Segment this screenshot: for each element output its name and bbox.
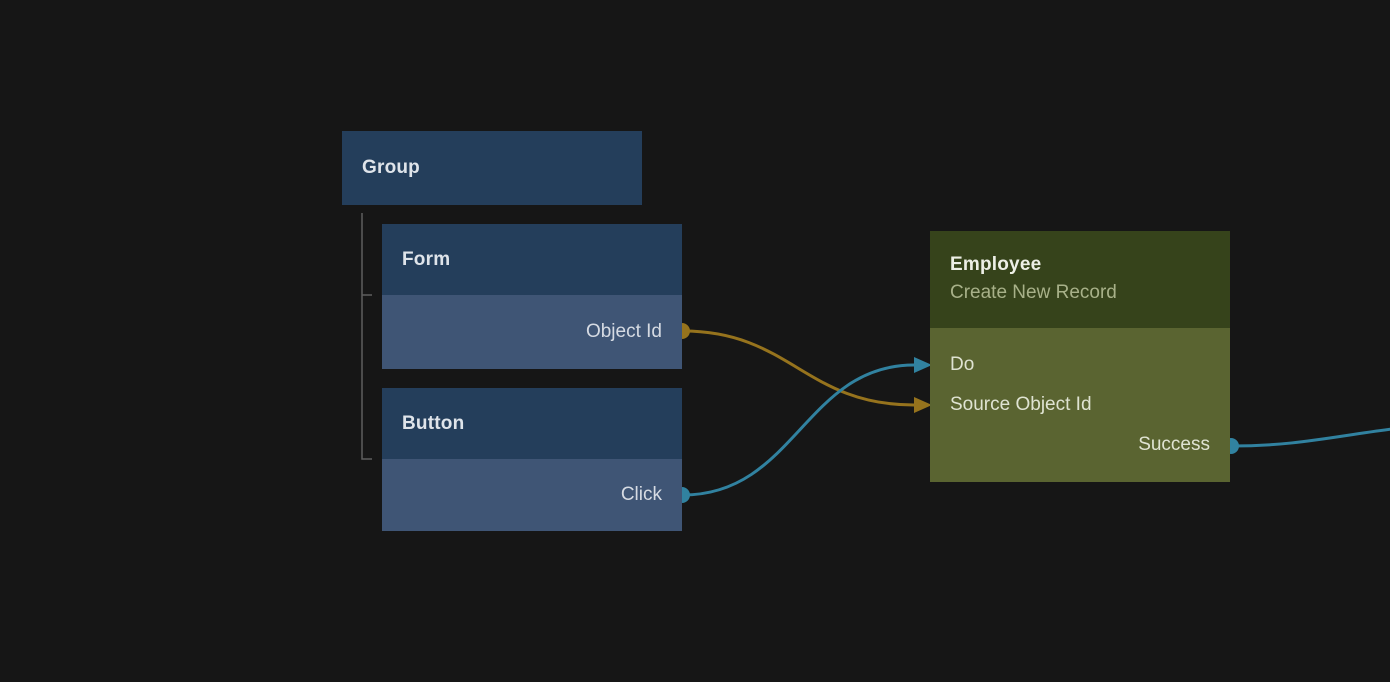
port-row-click[interactable]: Click bbox=[382, 484, 682, 506]
node-form[interactable]: Form Object Id bbox=[382, 224, 682, 369]
port-label-click: Click bbox=[620, 484, 662, 505]
node-employee-subtitle: Create New Record bbox=[950, 282, 1117, 304]
node-button-body: Click bbox=[382, 459, 682, 531]
node-button[interactable]: Button Click bbox=[382, 388, 682, 531]
wire-click-to-do[interactable] bbox=[681, 363, 916, 497]
port-label-object-id: Object Id bbox=[585, 321, 662, 342]
wire-success-offscreen[interactable] bbox=[1229, 427, 1390, 448]
node-employee[interactable]: Employee Create New Record Do Source Obj… bbox=[930, 231, 1230, 482]
port-label-source-object-id: Source Object Id bbox=[950, 394, 1092, 415]
port-label-success: Success bbox=[1138, 434, 1210, 455]
node-group[interactable]: Group bbox=[342, 131, 642, 205]
node-button-title: Button bbox=[402, 412, 465, 434]
group-tree-line bbox=[361, 213, 372, 460]
port-row-success[interactable]: Success bbox=[930, 425, 1230, 465]
node-employee-header[interactable]: Employee Create New Record bbox=[930, 231, 1230, 328]
port-row-object-id[interactable]: Object Id bbox=[382, 321, 682, 343]
node-button-header[interactable]: Button bbox=[382, 388, 682, 459]
node-employee-body: Do Source Object Id Success bbox=[930, 328, 1230, 482]
node-group-title: Group bbox=[362, 157, 420, 179]
node-form-header[interactable]: Form bbox=[382, 224, 682, 295]
node-form-body: Object Id bbox=[382, 295, 682, 369]
wire-objectid-to-sourceobjectid[interactable] bbox=[681, 329, 916, 407]
node-employee-title: Employee bbox=[950, 254, 1042, 276]
arrowhead-do bbox=[914, 357, 932, 373]
node-form-title: Form bbox=[402, 248, 451, 270]
node-group-header[interactable]: Group bbox=[342, 131, 642, 205]
port-row-do[interactable]: Do bbox=[930, 345, 1230, 385]
port-label-do: Do bbox=[950, 354, 975, 375]
arrowhead-source-object-id bbox=[914, 397, 932, 413]
port-row-source-object-id[interactable]: Source Object Id bbox=[930, 385, 1230, 425]
